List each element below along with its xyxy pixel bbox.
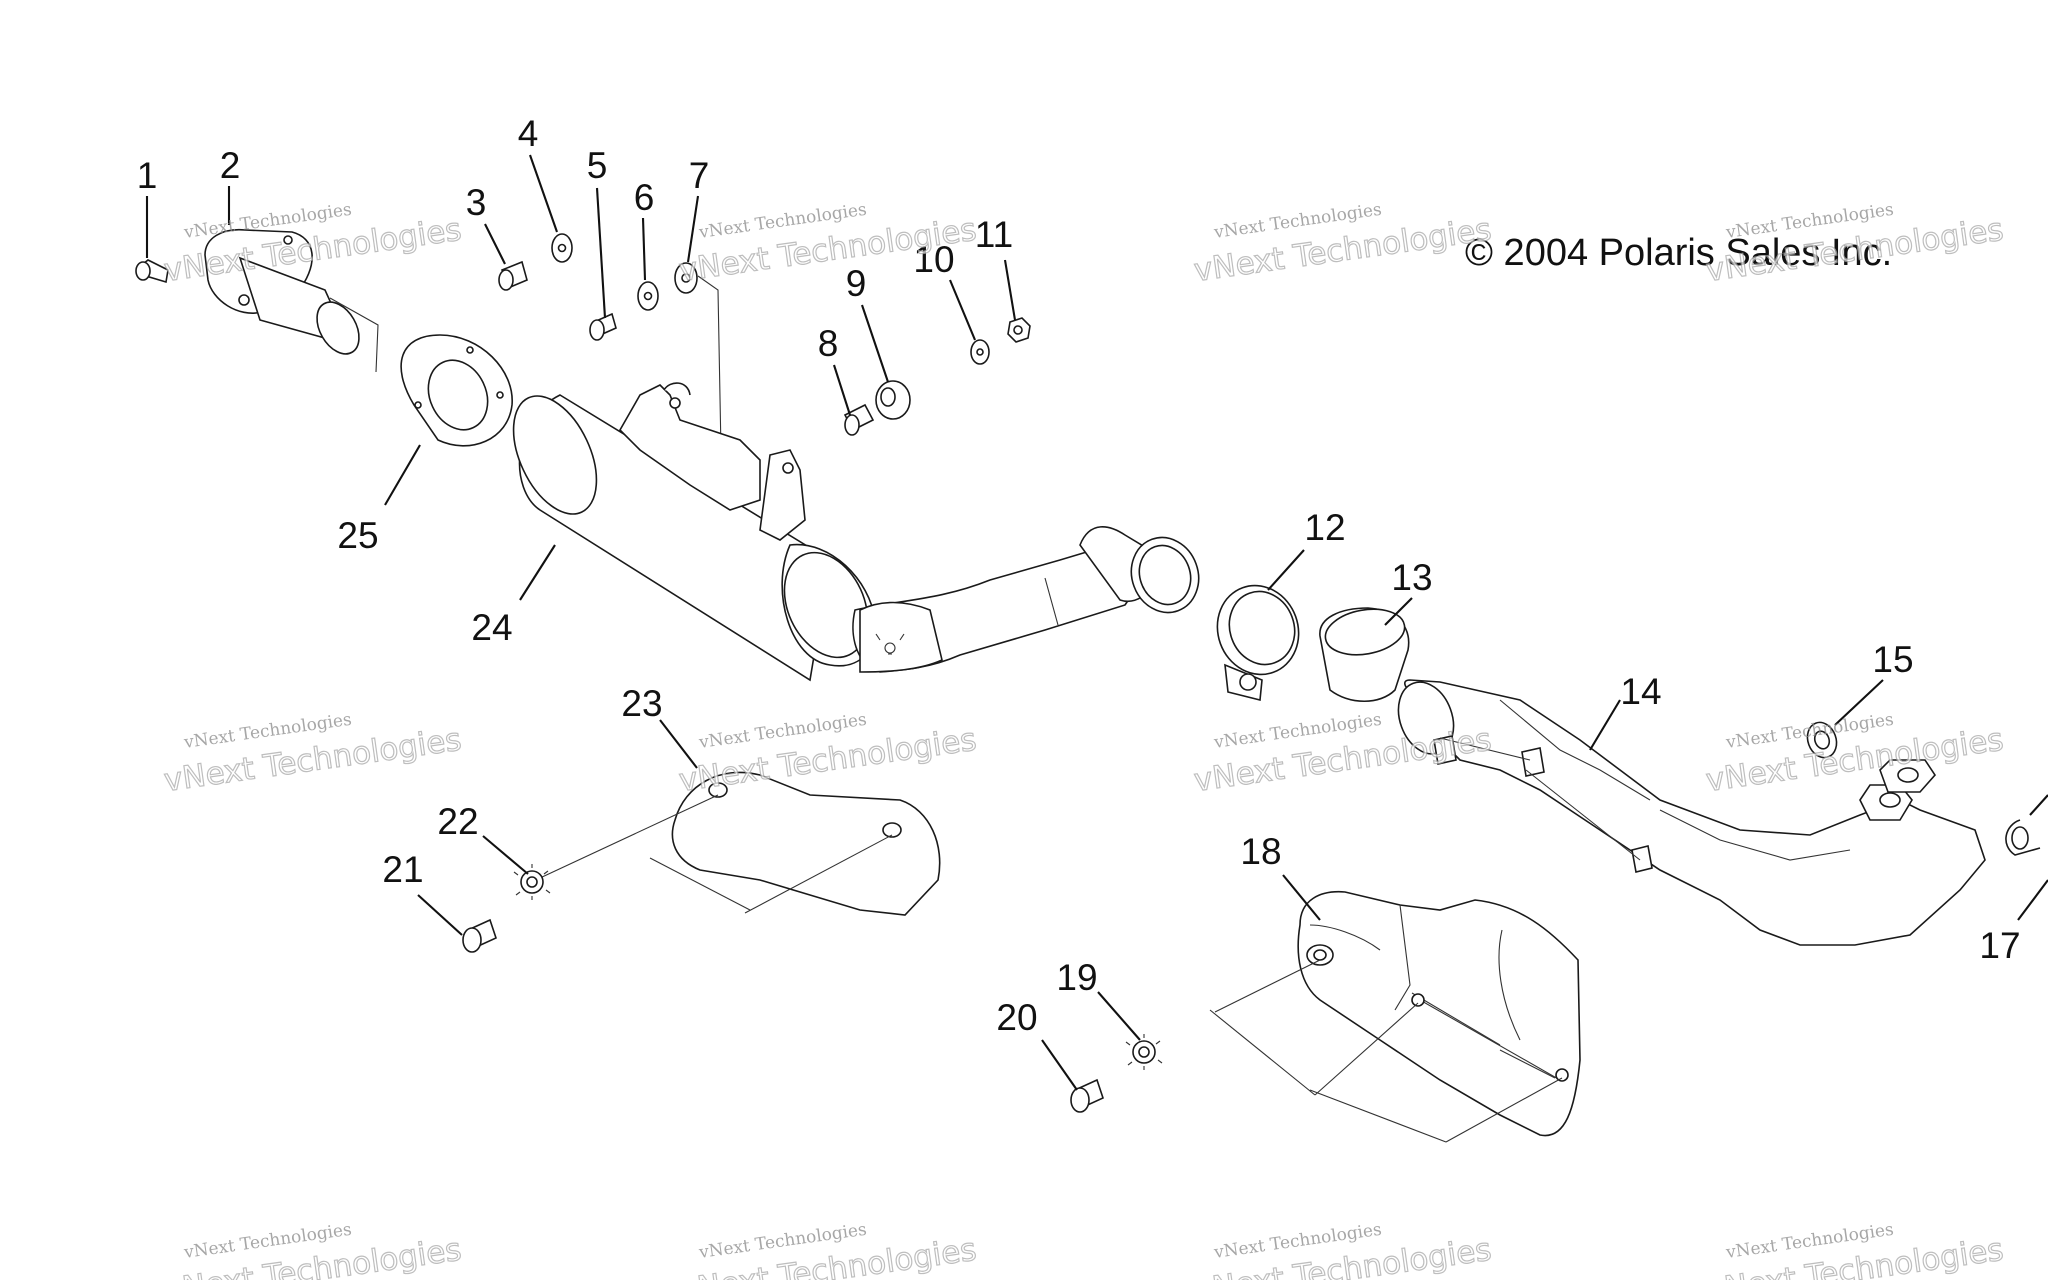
part-11-nut (1007, 317, 1031, 343)
watermark: vNext Technologies vNext Technologies (1703, 710, 2006, 800)
watermark: vNext Technologies vNext Technologies (161, 710, 464, 800)
part-20-bolt (1070, 1078, 1104, 1113)
callout-3: 3 (466, 182, 487, 223)
watermark: vNext Technologies vNext Technologies (1191, 1220, 1494, 1280)
leader-lines (145, 154, 2048, 1091)
callout-18: 18 (1240, 831, 1281, 872)
callout-7: 7 (689, 155, 710, 196)
callout-15: 15 (1872, 639, 1913, 680)
part-24-muffler (512, 382, 1200, 682)
part-15-gasket (1806, 721, 1838, 759)
callout-1: 1 (137, 155, 158, 196)
part-14-head-pipe (1397, 679, 1986, 946)
copyright-notice: © 2004 Polaris Sales Inc. (1465, 232, 1892, 274)
callout-20: 20 (996, 997, 1037, 1038)
callout-labels: 1 2 3 4 5 6 7 8 9 10 11 12 13 14 15 17 1… (137, 113, 2021, 1038)
watermark: vNext Technologies vNext Technologies (1703, 1220, 2006, 1280)
watermark: vNext Technologies vNext Technologies (676, 1220, 979, 1280)
callout-5: 5 (587, 145, 608, 186)
callout-12: 12 (1304, 507, 1345, 548)
part-8-spacer (843, 403, 875, 436)
part-2-tailpipe (204, 229, 379, 373)
callout-21: 21 (382, 849, 423, 890)
watermark: vNext Technologies vNext Technologies (1191, 200, 1494, 290)
callout-22: 22 (437, 801, 478, 842)
callout-13: 13 (1391, 557, 1432, 598)
callout-25: 25 (337, 515, 378, 556)
part-12-clamp (1216, 584, 1300, 702)
part-22-washer (513, 864, 551, 900)
callout-14: 14 (1620, 671, 1661, 712)
part-6-washer (637, 281, 659, 311)
part-10-washer (970, 339, 990, 365)
part-21-bolt (462, 918, 497, 953)
callout-11: 11 (975, 214, 1013, 255)
watermark: vNext Technologies vNext Technologies (161, 1220, 464, 1280)
callout-4: 4 (518, 113, 539, 154)
watermark: vNext Technologies vNext Technologies (161, 200, 464, 290)
part-5-bolt (589, 312, 617, 341)
part-25-gasket (400, 334, 513, 447)
part-4-washer (551, 233, 573, 263)
callout-23: 23 (621, 683, 662, 724)
callout-6: 6 (634, 177, 655, 218)
part-17-gasket (2005, 819, 2041, 856)
callout-19: 19 (1056, 957, 1097, 998)
part-3-bolt (498, 260, 528, 291)
callout-8: 8 (818, 323, 839, 364)
part-19-washer (1125, 1034, 1163, 1070)
callout-9: 9 (846, 263, 867, 304)
part-23-heat-shield (539, 771, 941, 916)
callout-17: 17 (1979, 925, 2020, 966)
callout-2: 2 (220, 145, 241, 186)
part-18-heat-shield (1209, 890, 1581, 1143)
watermark: vNext Technologies vNext Technologies (676, 710, 979, 800)
callout-10: 10 (913, 239, 954, 280)
part-1-bolt (135, 259, 169, 284)
part-9-grommet (875, 380, 911, 420)
callout-24: 24 (471, 607, 512, 648)
part-13-sleeve (1319, 607, 1410, 702)
